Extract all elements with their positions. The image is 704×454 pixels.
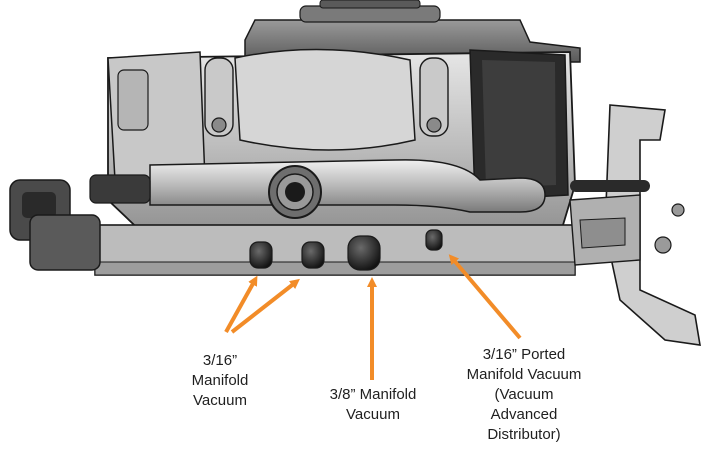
left-sensor-connector — [9, 174, 151, 271]
arrow-316-ported — [448, 254, 522, 340]
arrow-316-b — [230, 278, 300, 334]
vacuum-port-38 — [347, 235, 381, 271]
main-body — [107, 48, 576, 241]
vacuum-port-316-ported — [425, 229, 443, 251]
base-plate — [94, 224, 576, 276]
vacuum-port-316-a — [249, 241, 273, 269]
throttle-linkage — [569, 104, 701, 346]
label-316-ported-manifold-vacuum: 3/16” Ported Manifold Vacuum (Vacuum Adv… — [466, 346, 582, 443]
label-38-manifold-vacuum: 3/8” Manifold Vacuum — [329, 386, 417, 423]
arrow-316-a — [224, 275, 258, 333]
vacuum-port-316-b — [301, 241, 325, 269]
label-316-manifold-vacuum: 3/16” Manifold Vacuum — [191, 352, 249, 409]
